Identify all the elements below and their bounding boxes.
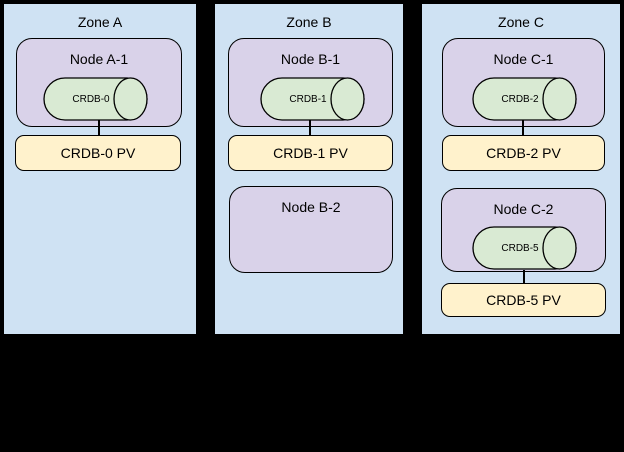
node-label: Node B-1 xyxy=(280,51,341,67)
pv-box-crdb-2: CRDB-2 PV xyxy=(442,135,605,171)
zone-b: Zone B Node B-1 CRDB-1 CRDB-1 PV Node B-… xyxy=(213,2,405,336)
database-cylinder-crdb-0: CRDB-0 xyxy=(43,77,148,121)
database-cylinder-crdb-2: CRDB-2 xyxy=(472,77,577,121)
pv-label: CRDB-1 PV xyxy=(273,145,348,161)
database-cylinder-crdb-1: CRDB-1 xyxy=(260,77,365,121)
connector-line xyxy=(523,270,525,283)
cylinder-icon xyxy=(260,77,365,121)
cylinder-label: CRDB-0 xyxy=(72,93,110,105)
connector-line xyxy=(522,120,524,135)
database-cylinder-crdb-5: CRDB-5 xyxy=(472,226,577,270)
node-b-1: Node B-1 CRDB-1 xyxy=(228,38,393,127)
cylinder-icon xyxy=(472,77,577,121)
node-label: Node B-2 xyxy=(281,199,341,215)
connector-line xyxy=(98,120,100,135)
node-label: Node A-1 xyxy=(69,51,129,67)
cylinder-label: CRDB-2 xyxy=(501,93,539,105)
pv-label: CRDB-2 PV xyxy=(486,145,561,161)
zone-label: Zone B xyxy=(286,14,332,30)
cylinder-label: CRDB-5 xyxy=(501,242,539,254)
pv-box-crdb-5: CRDB-5 PV xyxy=(441,283,606,317)
cylinder-label: CRDB-1 xyxy=(289,93,327,105)
pv-box-crdb-0: CRDB-0 PV xyxy=(15,135,181,171)
pv-label: CRDB-0 PV xyxy=(60,145,136,161)
pv-box-crdb-1: CRDB-1 PV xyxy=(228,135,393,171)
zone-label: Zone A xyxy=(77,14,123,30)
node-a-1: Node A-1 CRDB-0 xyxy=(16,38,182,127)
zone-c: Zone C Node C-1 CRDB-2 CRDB-2 PV Node C-… xyxy=(420,2,622,336)
cylinder-icon xyxy=(43,77,148,121)
node-c-2: Node C-2 CRDB-5 xyxy=(441,188,606,272)
node-b-2: Node B-2 xyxy=(229,186,393,273)
node-c-1: Node C-1 CRDB-2 xyxy=(442,38,605,127)
pv-label: CRDB-5 PV xyxy=(486,292,561,308)
node-label: Node C-1 xyxy=(493,51,554,67)
node-label: Node C-2 xyxy=(493,201,554,217)
zone-a: Zone A Node A-1 CRDB-0 CRDB-0 PV xyxy=(2,2,198,336)
cylinder-icon xyxy=(472,226,577,270)
zone-label: Zone C xyxy=(498,14,544,30)
connector-line xyxy=(309,120,311,135)
